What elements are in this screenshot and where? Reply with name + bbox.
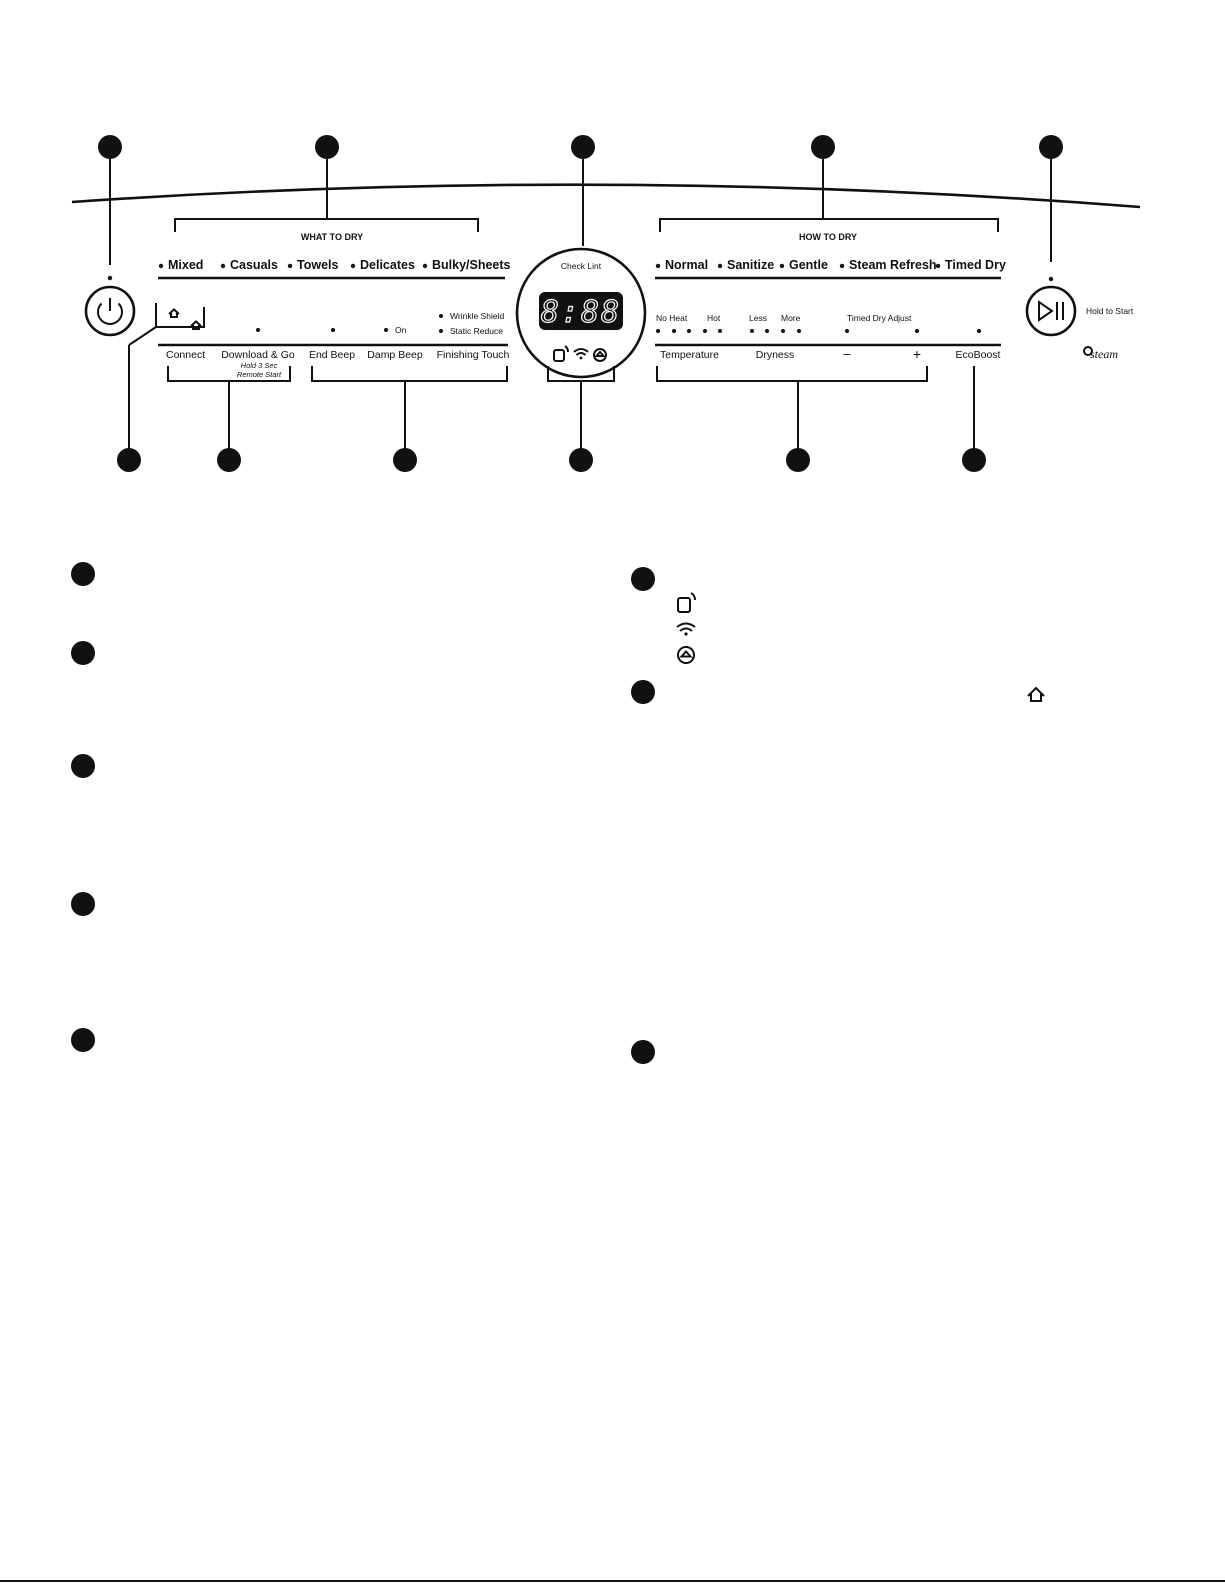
ecoboost-button[interactable]: EcoBoost — [956, 349, 1001, 361]
wrinkle-shield-label: Wrinkle Shield — [450, 311, 504, 321]
connect-button[interactable]: Connect — [166, 349, 205, 361]
home-remote-icon — [190, 320, 202, 330]
how-to-dry-bracket — [659, 218, 999, 232]
remote-start-label: Remote Start — [237, 370, 282, 379]
how-to-dry-cycles: Normal Sanitize Gentle Steam Refresh Tim… — [655, 258, 1006, 272]
what-to-dry-bracket — [174, 218, 479, 232]
callout-marker — [1039, 135, 1063, 159]
more-label: More — [781, 313, 801, 323]
power-button[interactable] — [84, 285, 136, 337]
legend-marker — [71, 1028, 95, 1052]
no-heat-label: No Heat — [656, 313, 688, 323]
hold-to-start-label: Hold to Start — [1086, 306, 1134, 316]
check-lint-label: Check Lint — [561, 261, 602, 271]
plus-button[interactable]: + — [913, 346, 921, 362]
cycle-timed-dry[interactable]: Timed Dry — [945, 258, 1006, 272]
cycle-mixed[interactable]: Mixed — [168, 258, 203, 272]
legend-marker — [71, 892, 95, 916]
hold-3-sec-label: Hold 3 Sec — [241, 361, 278, 370]
steam-logo: steam — [1083, 346, 1118, 361]
less-label: Less — [749, 313, 767, 323]
callout-marker — [811, 135, 835, 159]
cycle-casuals[interactable]: Casuals — [230, 258, 278, 272]
callout-marker — [393, 448, 417, 472]
static-reduce-label: Static Reduce — [450, 326, 503, 336]
page-bottom-rule — [0, 1580, 1225, 1582]
minus-button[interactable]: – — [843, 346, 851, 361]
cycle-steam-refresh[interactable]: Steam Refresh — [849, 258, 937, 272]
play-pause-icon — [1038, 300, 1064, 322]
hot-label: Hot — [707, 313, 721, 323]
wifi-icon — [573, 348, 589, 360]
cycle-delicates[interactable]: Delicates — [360, 258, 415, 272]
callout-marker — [569, 448, 593, 472]
wifi-icon — [676, 622, 696, 636]
steam-logo-text: steam — [1090, 347, 1118, 361]
callout-marker — [962, 448, 986, 472]
display-window: Check Lint 8:88 — [515, 247, 647, 379]
how-to-dry-header: HOW TO DRY — [799, 232, 857, 242]
bottom-callouts — [117, 448, 986, 472]
phone-signal-icon — [677, 592, 696, 613]
remote-enable-icon — [593, 348, 607, 362]
damp-beep-on-label: On — [395, 325, 407, 335]
dryness-button[interactable]: Dryness — [756, 349, 795, 361]
end-beep-button[interactable]: End Beep — [309, 349, 355, 361]
legend-marker — [631, 680, 655, 704]
panel-arc — [71, 183, 1141, 209]
temperature-level-dots — [656, 329, 722, 333]
start-indicator — [1048, 276, 1054, 282]
legend-marker — [631, 567, 655, 591]
legend-marker — [71, 641, 95, 665]
finishing-touch-button[interactable]: Finishing Touch — [437, 349, 510, 361]
damp-beep-button[interactable]: Damp Beep — [367, 349, 423, 361]
temperature-button[interactable]: Temperature — [660, 349, 719, 361]
what-to-dry-header: WHAT TO DRY — [301, 232, 363, 242]
legend-marker — [631, 1040, 655, 1064]
callout-marker — [571, 135, 595, 159]
legend-marker — [71, 754, 95, 778]
remote-enable-icon — [677, 646, 695, 664]
home-remote-icon — [1027, 686, 1045, 702]
legend-markers-left — [71, 562, 95, 1052]
timed-dry-adjust-label: Timed Dry Adjust — [847, 313, 912, 323]
cycle-normal[interactable]: Normal — [665, 258, 708, 272]
top-callouts — [98, 135, 1063, 265]
cycle-towels[interactable]: Towels — [297, 258, 338, 272]
phone-signal-icon — [553, 345, 569, 362]
cycle-sanitize[interactable]: Sanitize — [727, 258, 774, 272]
home-remote-icon — [168, 308, 180, 318]
cycle-gentle[interactable]: Gentle — [789, 258, 828, 272]
download-go-button[interactable]: Download & Go — [221, 349, 295, 361]
callout-marker — [98, 135, 122, 159]
callout-marker — [117, 448, 141, 472]
digit-display — [539, 292, 623, 330]
power-indicator — [107, 275, 113, 281]
callout-marker — [217, 448, 241, 472]
legend-markers-right — [631, 567, 655, 1064]
connect-frame — [155, 303, 205, 328]
callout-marker — [786, 448, 810, 472]
legend-marker — [71, 562, 95, 586]
callout-marker — [315, 135, 339, 159]
settings-bracket — [656, 366, 928, 382]
power-icon — [97, 298, 123, 325]
start-pause-button[interactable] — [1025, 285, 1077, 337]
options-bracket — [311, 366, 508, 382]
digit-readout: 8:88 — [541, 295, 621, 330]
cycle-bulky-sheets[interactable]: Bulky/Sheets — [432, 258, 511, 272]
what-to-dry-cycles: Mixed Casuals Towels Delicates Bulky/She… — [158, 258, 511, 272]
dryness-level-dots — [750, 329, 801, 333]
